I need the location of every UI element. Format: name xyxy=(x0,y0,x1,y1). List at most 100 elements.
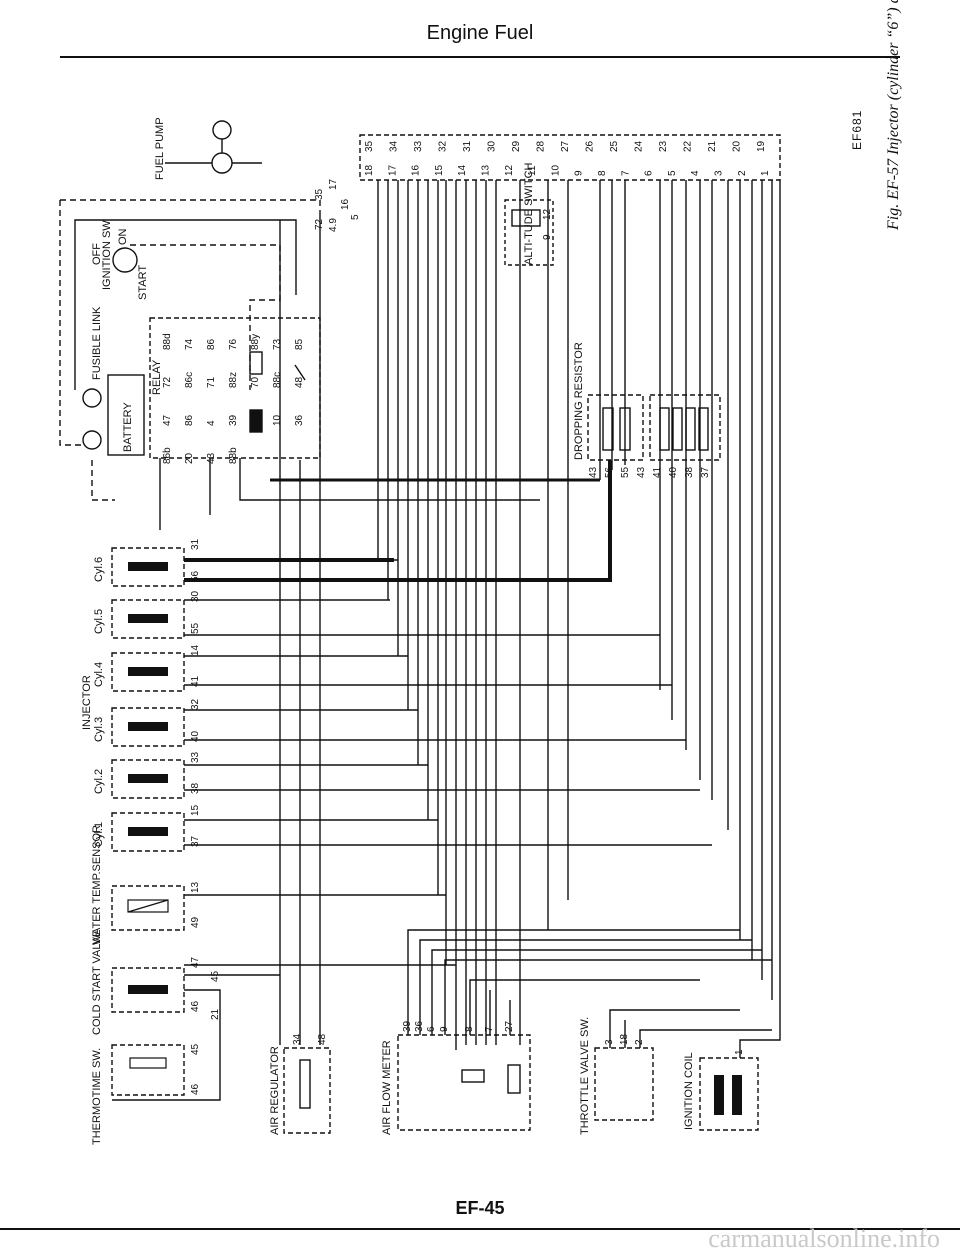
resistor-pin-6: 38 xyxy=(684,466,695,478)
watermark: carmanualsonline.info xyxy=(708,1224,940,1253)
injector-cyl3-box xyxy=(111,707,185,747)
ignition-coil-box xyxy=(699,1057,759,1131)
label-alti-tude-switch: ALTI-TUDE SWITCH xyxy=(523,162,535,265)
cold-start-box xyxy=(111,967,185,1013)
label-water-temp-sensor: WATER TEMP.SENSOR xyxy=(91,825,103,945)
figure-code: EF681 xyxy=(850,109,864,150)
label-cyl2: Cyl.2 xyxy=(93,769,105,794)
battery-terminal-neg xyxy=(82,430,102,450)
connector-bottom-pin-11: 7 xyxy=(620,170,631,176)
pin-air-flow-3: 9 xyxy=(439,1026,450,1032)
connector-top-pin-10: 25 xyxy=(609,140,620,152)
injector-cyl4-box xyxy=(111,652,185,692)
relay-pin-9: 71 xyxy=(206,376,217,388)
pin-cold-start-a: 47 xyxy=(190,956,201,968)
connector-top-pin-2: 33 xyxy=(413,140,424,152)
connector-bottom-pin-13: 5 xyxy=(667,170,678,176)
resistor-pin-3: 43 xyxy=(636,466,647,478)
label-cyl5: Cyl.5 xyxy=(93,609,105,634)
connector-top-pin-8: 27 xyxy=(560,140,571,152)
connector-bottom-pin-10: 8 xyxy=(597,170,608,176)
connector-top-pin-9: 26 xyxy=(585,140,596,152)
relay-pin-3: 76 xyxy=(228,338,239,350)
pin-air-flow-1: 36 xyxy=(414,1020,425,1032)
connector-bottom-pin-3: 15 xyxy=(434,164,445,176)
connector-bottom-pin-6: 12 xyxy=(504,164,515,176)
pin-air-flow-2: 6 xyxy=(426,1026,437,1032)
bottom-rule xyxy=(0,1228,960,1230)
water-temp-box xyxy=(111,885,185,931)
label-cyl6: Cyl.6 xyxy=(93,557,105,582)
connector-top-pin-5: 30 xyxy=(487,140,498,152)
resistor-pin-5: 40 xyxy=(668,466,679,478)
relay-pin-8: 86c xyxy=(184,372,195,388)
connector-bottom-pin-0: 18 xyxy=(364,164,375,176)
connector-top-pin-0: 35 xyxy=(364,140,375,152)
pin-fuse-2: 72 xyxy=(314,218,325,230)
relay-pin-24: 88b xyxy=(228,447,239,464)
pin-throttle-2: 2 xyxy=(634,1039,645,1045)
pin-fuse-5: 5 xyxy=(350,214,361,220)
relay-pin-2: 86 xyxy=(206,338,217,350)
label-ign-on: ON xyxy=(117,228,129,245)
connector-bottom-pin-9: 9 xyxy=(574,170,585,176)
resistor-pin-1: 56 xyxy=(604,466,615,478)
dropping-resistor-box-left xyxy=(587,394,644,461)
pin-cyl4-b: 41 xyxy=(190,675,201,687)
relay-pin-18: 88a xyxy=(250,409,261,426)
resistor-pin-7: 37 xyxy=(700,466,711,478)
connector-top-pin-1: 34 xyxy=(389,140,400,152)
pin-air-flow-4: 8 xyxy=(464,1026,475,1032)
air-regulator-box xyxy=(283,1047,331,1134)
label-cyl4: Cyl.4 xyxy=(93,662,105,687)
throttle-box xyxy=(594,1047,654,1121)
pin-cyl4-a: 14 xyxy=(190,644,201,656)
label-throttle-valve-sw: THROTTLE VALVE SW. xyxy=(579,1017,591,1135)
pin-air-reg-b: 48 xyxy=(317,1033,328,1045)
pin-fuse-0: 35 xyxy=(314,188,325,200)
pin-water-temp-a: 13 xyxy=(190,881,201,893)
figure-caption: Fig. EF-57 Injector (cylinder “6”) and d… xyxy=(885,0,902,230)
label-cold-start-valve: COLD START VALVE xyxy=(91,930,103,1035)
relay-pin-11: 70 xyxy=(250,376,261,388)
pin-fuse-4: 16 xyxy=(340,198,351,210)
connector-bottom-pin-4: 14 xyxy=(457,164,468,176)
injector-cyl6-box xyxy=(111,547,185,587)
pin-cyl1-b: 37 xyxy=(190,835,201,847)
page-title: Engine Fuel xyxy=(426,22,534,44)
label-fusible-link: FUSIBLE LINK xyxy=(91,306,103,380)
pin-cold-start-b: 45 xyxy=(210,970,221,982)
label-cyl3: Cyl.3 xyxy=(93,717,105,742)
connector-top-pin-7: 28 xyxy=(536,140,547,152)
connector-bottom-pin-17: 1 xyxy=(760,170,771,176)
pin-cyl3-a: 32 xyxy=(190,698,201,710)
wiring-diagram: FUEL PUMP IGNITION SW OFF ON START FUSIB… xyxy=(59,117,781,1145)
injector-cyl1-box xyxy=(111,812,185,852)
relay-pin-12: 88c xyxy=(272,372,283,388)
relay-pin-16: 4 xyxy=(206,420,217,426)
pin-fuse-3: 4.9 xyxy=(328,218,339,232)
relay-pin-22: 20 xyxy=(184,452,195,464)
pin-alt-0: 12 xyxy=(542,208,553,220)
label-air-flow-meter: AIR FLOW METER xyxy=(381,1040,393,1135)
pin-cyl6-b: 56 xyxy=(190,570,201,582)
connector-bottom-pin-16: 2 xyxy=(737,170,748,176)
injector-cyl2-box xyxy=(111,759,185,799)
pin-thermotime-b: 46 xyxy=(190,1083,201,1095)
top-rule xyxy=(60,56,900,58)
connector-bottom-pin-7: 11 xyxy=(527,165,538,176)
pin-air-flow-5: 7 xyxy=(484,1026,495,1032)
label-relay: RELAY xyxy=(151,359,163,395)
label-injector: INJECTOR xyxy=(81,675,93,730)
connector-top-pin-11: 24 xyxy=(634,140,645,152)
pin-cyl5-b: 55 xyxy=(190,622,201,634)
label-ign-off: OFF xyxy=(91,243,103,265)
label-ign-start: START xyxy=(137,265,149,300)
pin-cyl2-a: 33 xyxy=(190,751,201,763)
pin-cold-start-d: 21 xyxy=(210,1008,221,1020)
relay-pin-0: 88d xyxy=(162,333,173,350)
connector-bottom-pin-2: 16 xyxy=(411,164,422,176)
control-unit-connector xyxy=(359,134,781,181)
connector-top-pin-14: 21 xyxy=(707,140,718,152)
label-thermotime-sw: THERMOTIME SW. xyxy=(91,1048,103,1145)
